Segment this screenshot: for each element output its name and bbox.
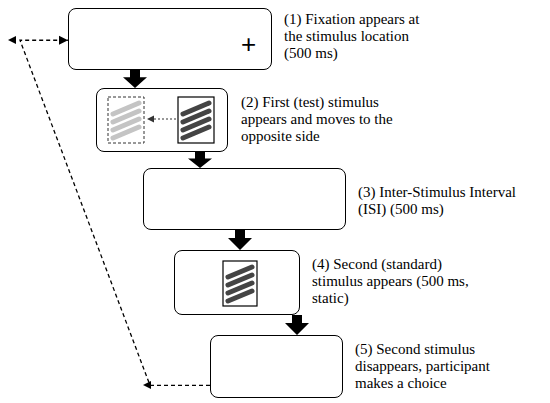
motion-arrow [152,118,176,119]
stimulus-frame [223,261,257,306]
flow-arrow [20,36,210,386]
loop-arrowhead [8,36,16,44]
step-description: (5) Second stimulus disappears, particip… [355,341,527,392]
step-description: (3) Inter-Stimulus Interval (ISI) (500 m… [358,184,543,218]
motion-arrowhead [147,116,154,123]
screen-box: (3) Inter-Stimulus Interval (ISI) (500 m… [143,168,346,230]
fixation-cross: + [241,31,256,57]
flow-arrow [188,152,212,168]
screen-box: (4) Second (standard) stimulus appears (… [174,250,300,315]
flow-arrow [123,70,147,88]
screen-box: (5) Second stimulus disappears, particip… [210,335,343,398]
step-description: (4) Second (standard) stimulus appears (… [312,256,484,307]
grating [183,103,209,138]
step-description: (1) Fixation appears at the stimulus loc… [284,11,426,62]
grating [228,267,252,301]
step-description: (2) First (test) stimulus appears and mo… [241,94,401,145]
loop-arrowhead [143,381,151,389]
screen-box: +(1) Fixation appears at the stimulus lo… [68,8,272,70]
screen-box: (2) First (test) stimulus appears and mo… [96,88,228,152]
dashed-frame [108,97,144,143]
faded-grating [113,103,139,138]
flow-arrow [285,315,309,335]
stimulus-frame [178,97,214,143]
flow-arrow [228,230,252,250]
